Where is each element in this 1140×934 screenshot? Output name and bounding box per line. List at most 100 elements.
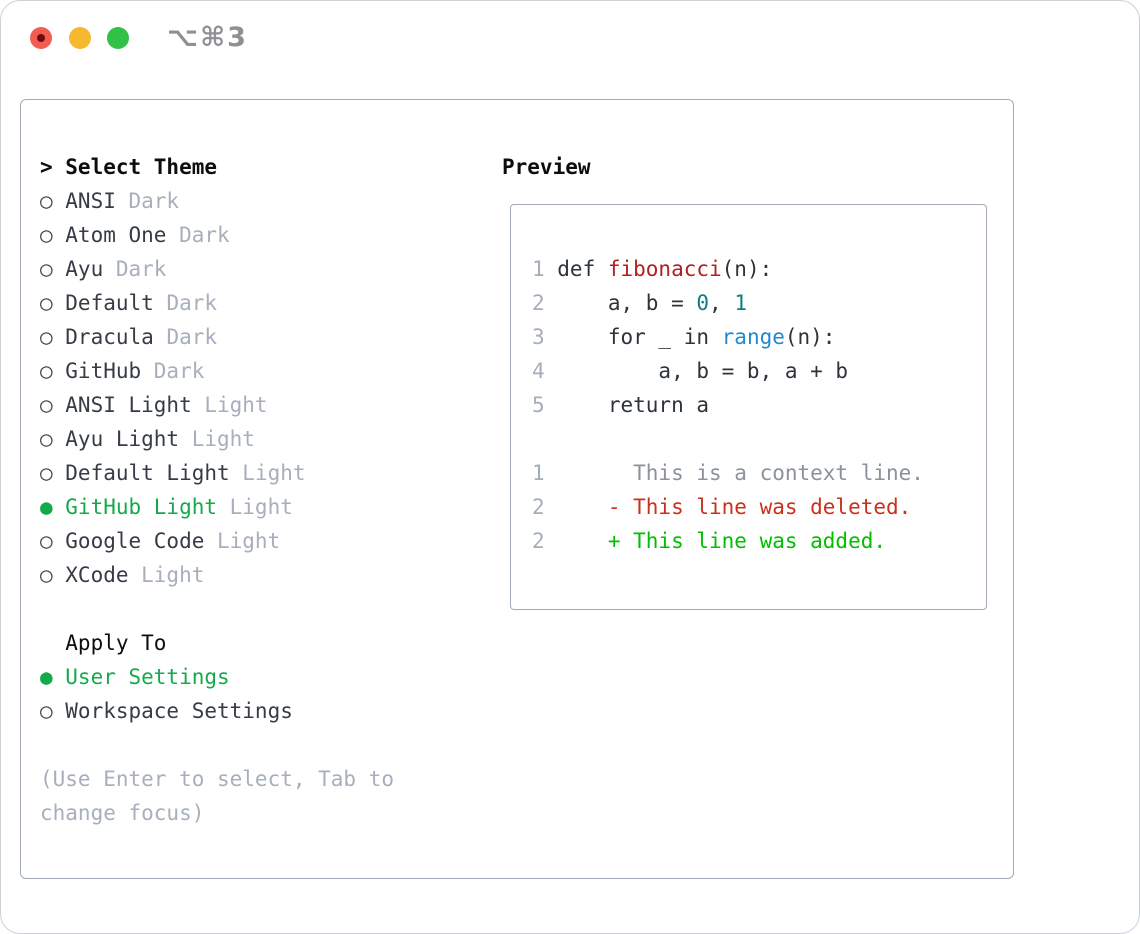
unsaved-indicator-dot [37,34,45,42]
option-variant: Dark [166,325,218,349]
option-label: XCode [65,563,129,587]
preview-code-line: 3 for _ in range(n): [532,320,986,354]
preview-code-line: 2 + This line was added. [532,524,986,558]
option-label: Ayu [65,257,104,281]
radio-marker-icon: ○ [40,461,53,485]
code-segment: for _ in [557,325,722,349]
radio-marker-icon: ○ [40,529,53,553]
line-number: 2 [532,291,545,315]
radio-marker-icon: ● [40,495,53,519]
code-segment: range [721,325,785,349]
option-variant: Light [242,461,306,485]
zoom-button[interactable] [107,27,129,49]
radio-marker-icon: ● [40,665,53,689]
line-number: 5 [532,393,545,417]
theme-option-ayu[interactable]: ○ Ayu Dark [40,252,394,286]
code-segment: fibonacci [607,257,722,281]
preview-code-line: 4 a, b = b, a + b [532,354,986,388]
code-segment: a, b = b, a + b [557,359,849,383]
radio-marker-icon: ○ [40,325,53,349]
theme-option-xcode[interactable]: ○ XCode Light [40,558,394,592]
preview-code-line: 1 def fibonacci(n): [532,252,986,286]
code-segment: 0 [696,291,710,315]
option-variant: Light [191,427,255,451]
option-variant: Light [229,495,293,519]
option-variant: Dark [166,291,218,315]
option-label: GitHub Light [65,495,217,519]
code-segment: - This line was deleted. [557,495,912,519]
theme-option-github-light[interactable]: ● GitHub Light Light [40,490,394,524]
option-variant: Dark [128,189,180,213]
theme-option-ansi[interactable]: ○ ANSI Dark [40,184,394,218]
hint-text-line2: change focus) [40,801,205,825]
option-variant: Light [204,393,268,417]
option-variant: Dark [115,257,167,281]
radio-marker-icon: ○ [40,291,53,315]
code-segment: This is a context line. [557,461,924,485]
theme-option-default-light[interactable]: ○ Default Light Light [40,456,394,490]
line-number: 4 [532,359,545,383]
radio-marker-icon: ○ [40,563,53,587]
code-segment: (n): [784,325,836,349]
preview-title: Preview [502,155,591,179]
option-label: Google Code [65,529,205,553]
option-label: Workspace Settings [65,699,293,723]
section-gap [40,592,394,626]
theme-option-github[interactable]: ○ GitHub Dark [40,354,394,388]
apply-to-header-label: Apply To [65,631,167,655]
option-label: Ayu Light [65,427,180,451]
line-number: 1 [532,257,545,281]
code-segment: (n): [721,257,773,281]
option-label: GitHub [65,359,142,383]
theme-option-default[interactable]: ○ Default Dark [40,286,394,320]
option-label: Default Light [65,461,230,485]
code-segment: + This line was added. [557,529,887,553]
option-label: Atom One [65,223,167,247]
section-gap [40,728,394,762]
close-button[interactable] [30,27,52,49]
code-segment: return a [557,393,709,417]
line-number: 1 [532,461,545,485]
option-label: Default [65,291,154,315]
line-number: 2 [532,529,545,553]
radio-marker-icon: ○ [40,189,53,213]
apply-option-user-settings[interactable]: ●User Settings [40,660,394,694]
preview-code-line: 2 a, b = 0, 1 [532,286,986,320]
radio-marker-icon: ○ [40,257,53,281]
radio-marker-icon: ○ [40,359,53,383]
theme-option-ayu-light[interactable]: ○ Ayu Light Light [40,422,394,456]
apply-to-list: ●User Settings○Workspace Settings [40,660,394,728]
option-variant: Light [217,529,281,553]
minimize-button[interactable] [69,27,91,49]
radio-marker-icon: ○ [40,223,53,247]
option-label: ANSI Light [65,393,192,417]
theme-option-google-code[interactable]: ○ Google Code Light [40,524,394,558]
radio-marker-icon: ○ [40,393,53,417]
line-number: 2 [532,495,545,519]
option-label: ANSI [65,189,116,213]
apply-to-header: Apply To [40,626,394,660]
preview-code-line: 5 return a [532,388,986,422]
preview-code-line: 1 This is a context line. [532,456,986,490]
radio-marker-icon: ○ [40,427,53,451]
code-segment: 1 [734,291,747,315]
preview-code-line: 2 - This line was deleted. [532,490,986,524]
code-segment: a, b = [557,291,697,315]
select-theme-header-label: Select Theme [65,155,217,179]
preview-code-line [532,422,986,456]
code-segment: def [557,257,608,281]
theme-option-ansi-light[interactable]: ○ ANSI Light Light [40,388,394,422]
option-variant: Light [141,563,205,587]
hint-text-line1: (Use Enter to select, Tab to [40,767,395,791]
window-shortcut-label: ⌥⌘3 [167,22,248,53]
line-number: 3 [532,325,545,349]
option-variant: Dark [153,359,205,383]
apply-option-workspace-settings[interactable]: ○Workspace Settings [40,694,394,728]
